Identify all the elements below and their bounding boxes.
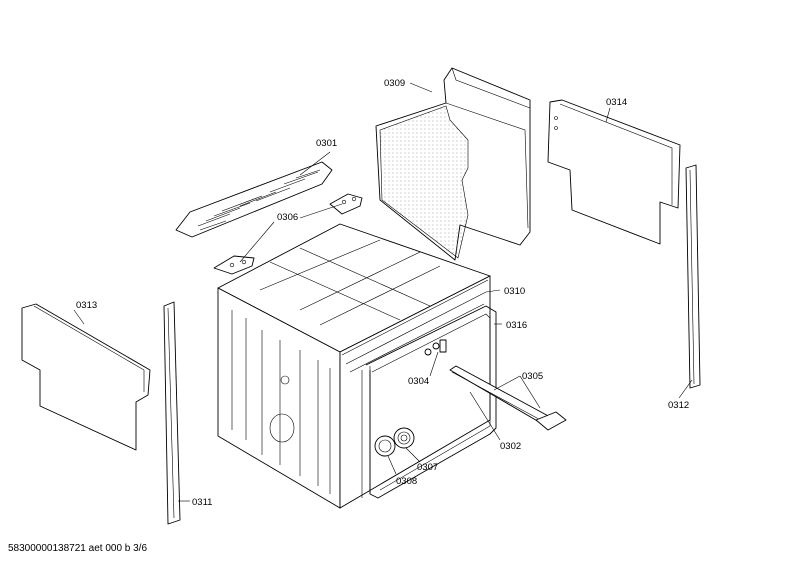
label-0316: 0316	[506, 320, 527, 331]
label-0307: 0307	[417, 462, 438, 473]
leader-lines	[73, 82, 693, 502]
part-0308-ring	[374, 435, 396, 457]
label-0309: 0309	[384, 78, 405, 89]
label-0306: 0306	[277, 212, 298, 223]
label-0304: 0304	[408, 376, 429, 387]
label-0302: 0302	[500, 441, 521, 452]
label-0310: 0310	[504, 286, 525, 297]
part-0301-mat	[175, 161, 333, 238]
label-0305: 0305	[522, 371, 543, 382]
part-0309-insulation	[375, 67, 531, 261]
part-0313-panel	[21, 303, 151, 451]
label-0314: 0314	[606, 97, 627, 108]
document-id-footer: 58300000138721 aet 000 b 3/6	[8, 543, 147, 554]
part-0306-brackets	[213, 193, 363, 275]
label-0312: 0312	[668, 400, 689, 411]
part-0311-strip	[163, 301, 181, 525]
part-0305-rail	[449, 365, 567, 431]
part-0316-seal	[365, 305, 497, 499]
part-0307-cap	[393, 427, 415, 449]
part-dishwasher-tub	[217, 223, 491, 509]
part-0304-fittings	[424, 339, 447, 356]
label-0311: 0311	[192, 497, 212, 508]
label-0313: 0313	[76, 300, 97, 311]
label-0308: 0308	[396, 476, 417, 487]
label-0301: 0301	[316, 138, 337, 149]
part-0312-strip	[685, 164, 701, 389]
part-0314-panel	[547, 99, 681, 245]
